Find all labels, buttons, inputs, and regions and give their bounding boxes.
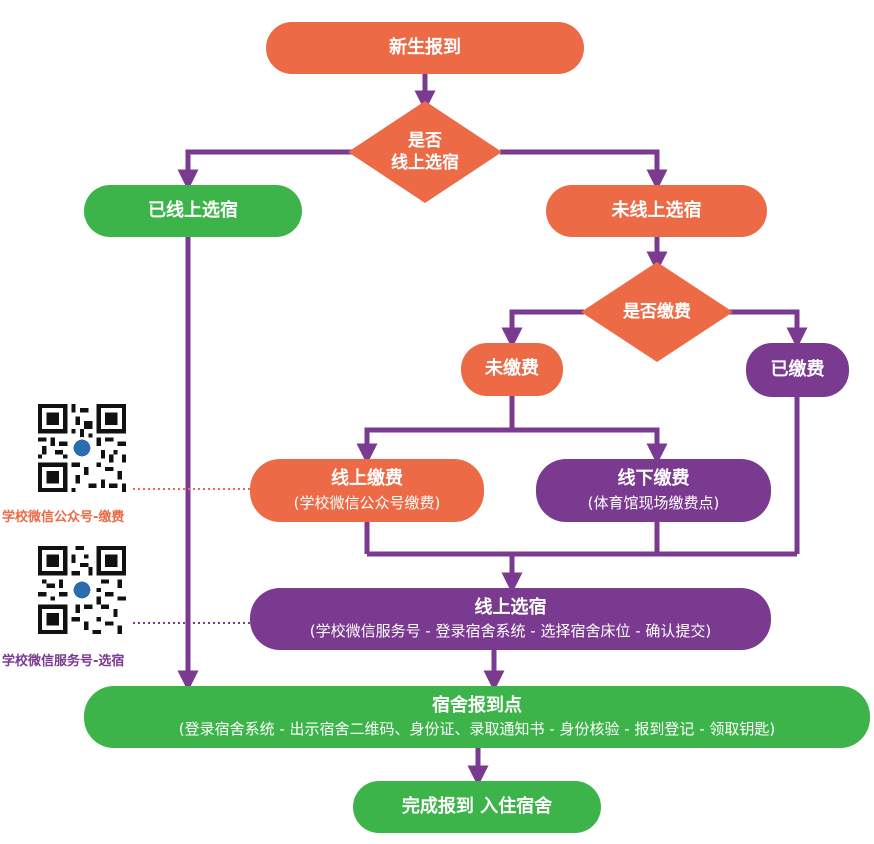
online-selected-label: 已线上选宿 [148, 199, 238, 221]
online-pay-subtitle: (学校微信公众号缴费) [293, 493, 441, 512]
qr-pay-caption: 学校微信公众号-缴费 [2, 510, 125, 525]
online-select-title: 线上选宿 [474, 596, 547, 618]
finish-label: 完成报到 入住宿舍 [401, 795, 553, 817]
not-online-selected-node: 未线上选宿 [546, 185, 767, 237]
offline-pay-title: 线下缴费 [617, 468, 690, 490]
decision-online-diamond [348, 101, 502, 203]
finish-node: 完成报到 入住宿舍 [353, 781, 601, 833]
arrow-decision-to-not-online-selected [500, 149, 668, 191]
qr-select-caption: 学校微信服务号-选宿 [2, 654, 125, 669]
qr-code-icon [38, 546, 126, 634]
start-node: 新生报到 [266, 22, 584, 74]
online-pay-node: 线上缴费 (学校微信公众号缴费) [250, 459, 484, 522]
dorm-checkin-node: 宿舍报到点 (登录宿舍系统 - 出示宿舍二维码、身份证、录取通知书 - 身份核验… [84, 686, 870, 748]
not-online-selected-label: 未线上选宿 [611, 199, 702, 221]
arrow-decision-to-online-selected [177, 149, 352, 191]
unpaid-node: 未缴费 [461, 343, 563, 396]
online-selected-node: 已线上选宿 [84, 185, 302, 237]
qr-code-icon [38, 404, 126, 492]
offline-pay-subtitle: (体育馆现场缴费点) [587, 493, 720, 512]
decision-paid-diamond [581, 262, 733, 362]
decision-online-line2: 线上选宿 [391, 153, 459, 173]
arrow-to-unpaid [501, 309, 584, 349]
dorm-checkin-subtitle: (登录宿舍系统 - 出示宿舍二维码、身份证、录取通知书 - 身份核验 - 报到登… [178, 720, 776, 739]
start-label: 新生报到 [389, 36, 461, 58]
dorm-checkin-title: 宿舍报到点 [432, 694, 522, 716]
decision-paid-label: 是否缴费 [623, 301, 691, 322]
online-select-node: 线上选宿 (学校微信服务号 - 登录宿舍系统 - 选择宿舍床位 - 确认提交) [250, 588, 771, 650]
arrow-to-offline-pay [512, 427, 668, 465]
decision-online-label: 是否 线上选宿 [360, 116, 490, 188]
paid-node: 已缴费 [746, 343, 849, 397]
online-select-subtitle: (学校微信服务号 - 登录宿舍系统 - 选择宿舍床位 - 确认提交) [309, 622, 712, 641]
paid-label: 已缴费 [770, 358, 825, 380]
unpaid-label: 未缴费 [485, 358, 539, 380]
decision-online-line1: 是否 [408, 130, 442, 151]
online-pay-title: 线上缴费 [331, 468, 403, 490]
offline-pay-node: 线下缴费 (体育馆现场缴费点) [536, 459, 771, 522]
arrow-to-paid [728, 309, 808, 349]
arrow-to-online-pay [356, 427, 512, 465]
